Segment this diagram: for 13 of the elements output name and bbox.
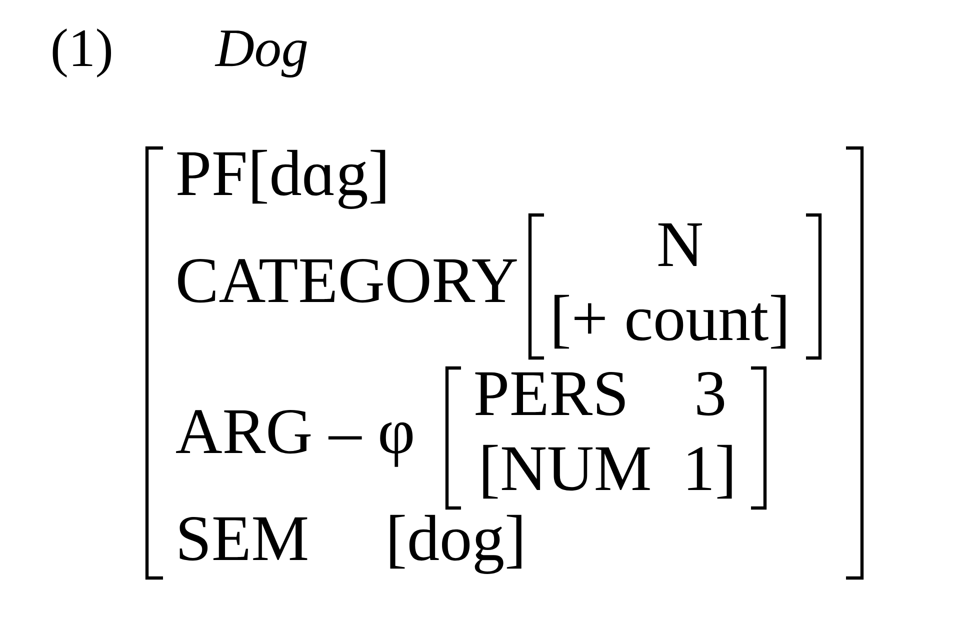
example-word: Dog (214, 30, 307, 78)
feature-name: [NUM (483, 444, 650, 499)
feature-value: N (658, 223, 702, 266)
feature-value: [dog] (390, 514, 522, 574)
feature-value: 1] (688, 444, 732, 499)
example-number: (1) (52, 28, 111, 78)
feature-value: 3 (697, 372, 724, 416)
feature-value: [+ count] (554, 294, 786, 349)
feature-name: SEM (180, 516, 308, 561)
feature-name: PERS (475, 372, 625, 416)
feature-value: PF[dɑg] (177, 150, 386, 210)
feature-name: ARG – φ (176, 410, 413, 467)
feature-name: CATEGORY (178, 258, 517, 303)
